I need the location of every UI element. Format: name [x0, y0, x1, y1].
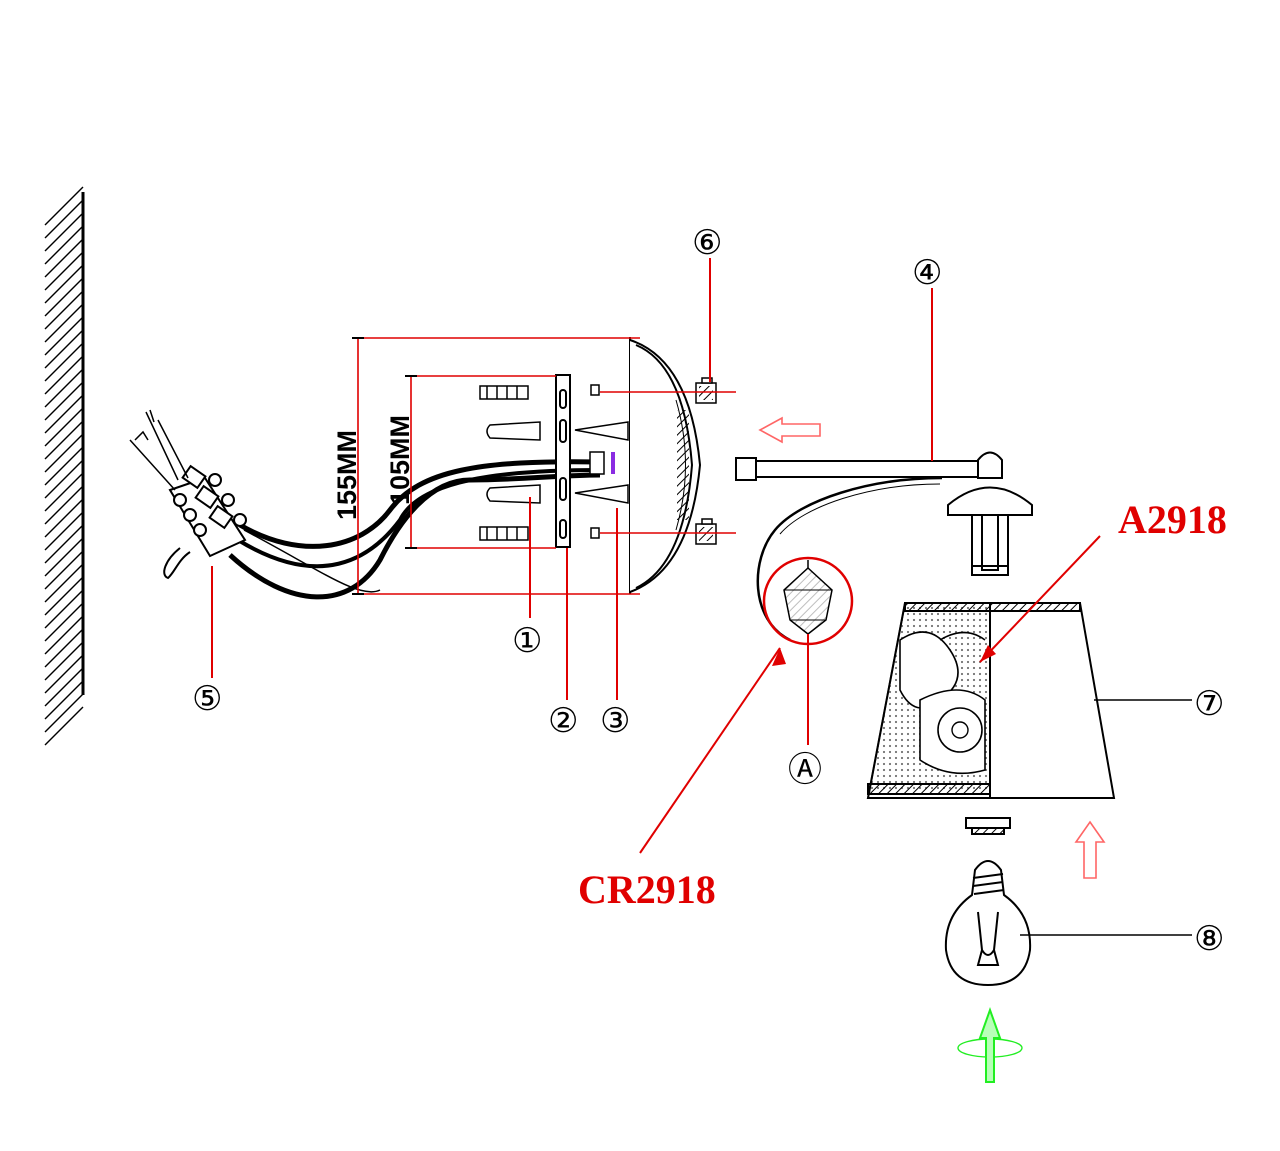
dimension-ticks — [352, 337, 417, 595]
shade-ring — [965, 817, 1011, 835]
lampshade — [866, 602, 1116, 799]
red-arrowheads — [772, 645, 996, 666]
light-bulb-icon — [944, 860, 1032, 987]
dimension-inner: 105MM — [385, 415, 415, 505]
callout-2: ② — [548, 703, 578, 740]
ceiling-canopy — [629, 337, 702, 594]
terminal-block — [129, 409, 247, 580]
crystal-pendant-icon — [762, 556, 854, 646]
dimension-outer: 155MM — [332, 430, 362, 520]
purple-mark — [611, 452, 615, 474]
callout-1: ① — [512, 623, 542, 660]
callout-4: ④ — [912, 255, 942, 292]
callout-5: ⑤ — [192, 681, 222, 718]
arrow-up-rotate-icon — [957, 1007, 1023, 1083]
black-leaders — [1020, 699, 1192, 936]
mounting-bracket — [555, 374, 571, 548]
dimension-lines — [357, 337, 736, 595]
shade-code: A2918 — [1118, 497, 1227, 542]
callout-3: ③ — [600, 703, 630, 740]
crystal-code: CR2918 — [578, 867, 716, 912]
red-leaders — [211, 258, 1101, 854]
arrow-left-outline-icon — [758, 416, 821, 444]
callout-7: ⑦ — [1194, 686, 1224, 723]
callout-A: Ⓐ — [788, 751, 822, 789]
wiring — [228, 459, 601, 600]
callout-6: ⑥ — [692, 225, 722, 262]
wall-hatch-icon — [44, 186, 85, 746]
cap-nuts — [695, 377, 717, 545]
wall-screws — [479, 384, 629, 541]
arrow-up-outline-icon — [1074, 820, 1106, 879]
lamp-arm — [735, 451, 1033, 642]
callout-8: ⑧ — [1194, 921, 1224, 958]
